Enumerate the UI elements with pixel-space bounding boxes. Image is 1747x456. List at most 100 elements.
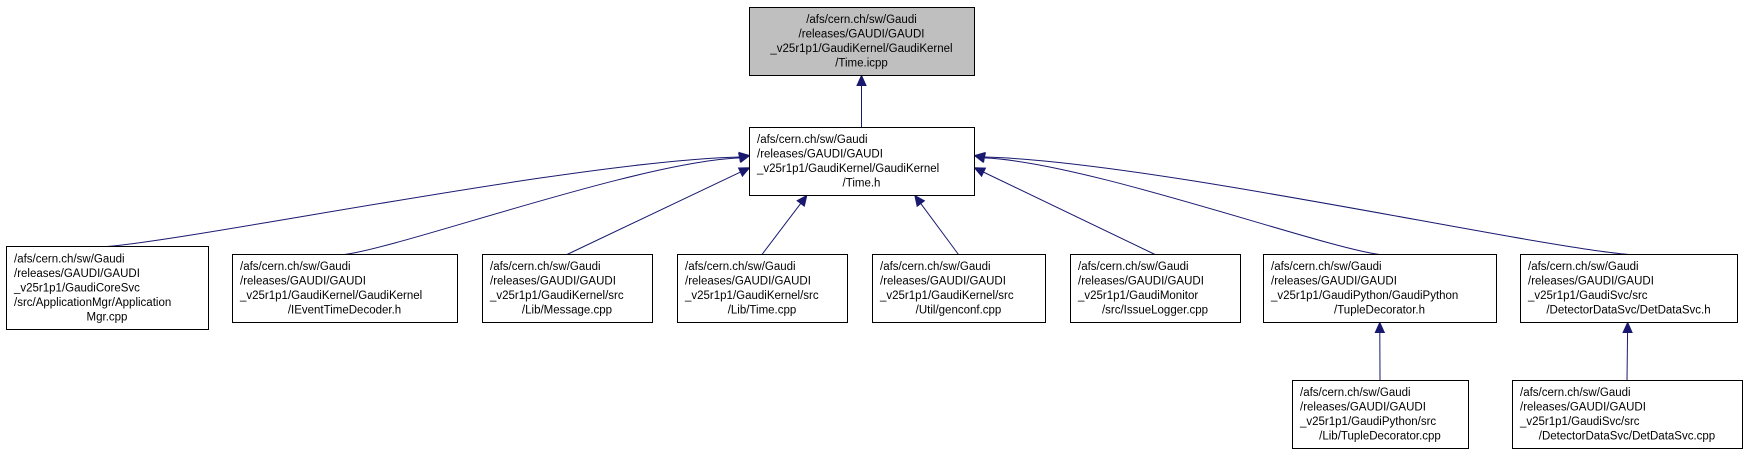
file-node-genconf[interactable]: /afs/cern.ch/sw/Gaudi/releases/GAUDI/GAU… xyxy=(872,254,1046,323)
node-label-line: /afs/cern.ch/sw/Gaudi xyxy=(14,253,125,265)
node-label-line: _v25r1p1/GaudiSvc/src xyxy=(1527,290,1648,302)
node-label-line: /DetectorDataSvc/DetDataSvc.cpp xyxy=(1539,431,1715,443)
edge-line xyxy=(984,156,1629,255)
edge-line xyxy=(566,171,741,255)
node-label-line: Mgr.cpp xyxy=(87,311,128,323)
node-label-line: /Lib/TupleDecorator.cpp xyxy=(1319,431,1441,443)
node-label-line: /afs/cern.ch/sw/Gaudi xyxy=(1520,387,1631,399)
node-box xyxy=(1070,254,1241,323)
file-node-tupledec_h[interactable]: /afs/cern.ch/sw/Gaudi/releases/GAUDI/GAU… xyxy=(1263,254,1497,323)
nodes: /afs/cern.ch/sw/Gaudi/releases/GAUDI/GAU… xyxy=(6,7,1743,449)
edge-detdatasvc_cpp-to-detdatasvc_h xyxy=(1622,321,1633,381)
node-label-line: _v25r1p1/GaudiCoreSvc xyxy=(13,282,140,294)
edge-line xyxy=(1626,332,1629,381)
edge-line xyxy=(983,171,1156,255)
node-label-line: _v25r1p1/GaudiKernel/src xyxy=(879,290,1014,302)
node-label-line: /afs/cern.ch/sw/Gaudi xyxy=(1078,261,1189,273)
arrowhead-icon xyxy=(1622,321,1633,334)
node-box xyxy=(482,254,653,323)
node-label-line: /releases/GAUDI/GAUDI xyxy=(880,276,1006,288)
node-label-line: /afs/cern.ch/sw/Gaudi xyxy=(240,261,351,273)
file-node-detdatasvc_cpp[interactable]: /afs/cern.ch/sw/Gaudi/releases/GAUDI/GAU… xyxy=(1512,380,1743,449)
node-label-line: _v25r1p1/GaudiKernel/GaudiKernel xyxy=(756,163,939,175)
node-label-line: /releases/GAUDI/GAUDI xyxy=(1300,402,1426,414)
node-label-line: _v25r1p1/GaudiPython/GaudiPython xyxy=(1270,290,1458,302)
edge-line xyxy=(920,203,959,255)
file-node-detdatasvc_h[interactable]: /afs/cern.ch/sw/Gaudi/releases/GAUDI/GAU… xyxy=(1520,254,1738,323)
edge-tupledec_h-to-time_h xyxy=(973,152,1380,255)
edge-message-to-time_h xyxy=(566,167,751,255)
node-label-line: _v25r1p1/GaudiKernel/src xyxy=(489,290,624,302)
node-label-line: /releases/GAUDI/GAUDI xyxy=(490,276,616,288)
node-label-line: /afs/cern.ch/sw/Gaudi xyxy=(1271,261,1382,273)
node-box xyxy=(1520,254,1738,323)
node-label-line: /src/ApplicationMgr/Application xyxy=(14,297,171,309)
node-label-line: /releases/GAUDI/GAUDI xyxy=(1271,276,1397,288)
node-label-line: /releases/GAUDI/GAUDI xyxy=(14,268,140,280)
node-label-line: /afs/cern.ch/sw/Gaudi xyxy=(685,261,796,273)
node-box xyxy=(872,254,1046,323)
edge-ieventtime-to-time_h xyxy=(344,152,751,255)
file-node-ieventtime[interactable]: /afs/cern.ch/sw/Gaudi/releases/GAUDI/GAU… xyxy=(232,254,458,323)
arrowhead-icon xyxy=(914,194,926,208)
node-label-line: /releases/GAUDI/GAUDI xyxy=(757,149,883,161)
arrowhead-icon xyxy=(973,151,986,163)
node-label-line: /Time.icpp xyxy=(835,58,888,70)
node-label-line: _v25r1p1/GaudiKernel/GaudiKernel xyxy=(239,290,422,302)
node-label-line: /Util/genconf.cpp xyxy=(916,305,1002,317)
arrowhead-icon xyxy=(738,152,751,164)
node-label-line: /Lib/Time.cpp xyxy=(728,305,797,317)
node-label-line: /afs/cern.ch/sw/Gaudi xyxy=(1528,261,1639,273)
node-label-line: /Time.h xyxy=(843,178,881,190)
edge-line xyxy=(761,203,802,255)
file-node-root[interactable]: /afs/cern.ch/sw/Gaudi/releases/GAUDI/GAU… xyxy=(749,7,975,76)
node-label-line: /DetectorDataSvc/DetDataSvc.h xyxy=(1546,305,1710,317)
node-box xyxy=(6,246,209,330)
node-box xyxy=(677,254,848,323)
node-label-line: _v25r1p1/GaudiPython/src xyxy=(1299,416,1436,428)
node-label-line: /afs/cern.ch/sw/Gaudi xyxy=(490,261,601,273)
arrowhead-icon xyxy=(796,194,808,208)
node-label-line: /TupleDecorator.h xyxy=(1334,305,1425,317)
arrowhead-icon xyxy=(1374,321,1386,334)
edges xyxy=(106,74,1633,381)
arrowhead-icon xyxy=(737,167,751,178)
edge-line xyxy=(344,157,740,255)
node-label-line: _v25r1p1/GaudiMonitor xyxy=(1077,290,1198,302)
node-label-line: /src/IssueLogger.cpp xyxy=(1102,305,1208,317)
node-label-line: /releases/GAUDI/GAUDI xyxy=(240,276,366,288)
edge-detdatasvc_h-to-time_h xyxy=(973,151,1629,255)
file-node-message[interactable]: /afs/cern.ch/sw/Gaudi/releases/GAUDI/GAU… xyxy=(482,254,653,323)
node-label-line: _v25r1p1/GaudiKernel/src xyxy=(684,290,819,302)
edge-appmgr-to-time_h xyxy=(106,151,751,247)
edge-tupledec_cpp-to-tupledec_h xyxy=(1374,321,1386,381)
file-node-appmgr[interactable]: /afs/cern.ch/sw/Gaudi/releases/GAUDI/GAU… xyxy=(6,246,209,330)
node-box xyxy=(1512,380,1743,449)
edge-genconf-to-time_h xyxy=(914,194,959,255)
node-label-line: /IEventTimeDecoder.h xyxy=(288,305,401,317)
edge-time_h-to-root xyxy=(856,74,867,128)
node-label-line: /releases/GAUDI/GAUDI xyxy=(685,276,811,288)
arrowhead-icon xyxy=(973,167,987,178)
node-label-line: /afs/cern.ch/sw/Gaudi xyxy=(806,14,917,26)
node-box xyxy=(1292,380,1469,449)
node-label-line: /releases/GAUDI/GAUDI xyxy=(1520,402,1646,414)
node-label-line: _v25r1p1/GaudiKernel/GaudiKernel xyxy=(769,43,952,55)
arrowhead-icon xyxy=(856,74,867,86)
edge-issuelogger-to-time_h xyxy=(973,167,1156,255)
edge-line xyxy=(106,156,740,247)
edge-time_cpp-to-time_h xyxy=(761,194,808,255)
node-label-line: /afs/cern.ch/sw/Gaudi xyxy=(1300,387,1411,399)
node-box xyxy=(749,127,975,196)
node-box xyxy=(232,254,458,323)
file-node-time_cpp[interactable]: /afs/cern.ch/sw/Gaudi/releases/GAUDI/GAU… xyxy=(677,254,848,323)
file-node-issuelogger[interactable]: /afs/cern.ch/sw/Gaudi/releases/GAUDI/GAU… xyxy=(1070,254,1241,323)
file-node-tupledec_cpp[interactable]: /afs/cern.ch/sw/Gaudi/releases/GAUDI/GAU… xyxy=(1292,380,1469,449)
node-label-line: /afs/cern.ch/sw/Gaudi xyxy=(757,134,868,146)
node-label-line: /Lib/Message.cpp xyxy=(522,305,612,317)
node-label-line: /afs/cern.ch/sw/Gaudi xyxy=(880,261,991,273)
node-box xyxy=(1263,254,1497,323)
file-node-time_h[interactable]: /afs/cern.ch/sw/Gaudi/releases/GAUDI/GAU… xyxy=(749,127,975,196)
node-label-line: _v25r1p1/GaudiSvc/src xyxy=(1519,416,1640,428)
